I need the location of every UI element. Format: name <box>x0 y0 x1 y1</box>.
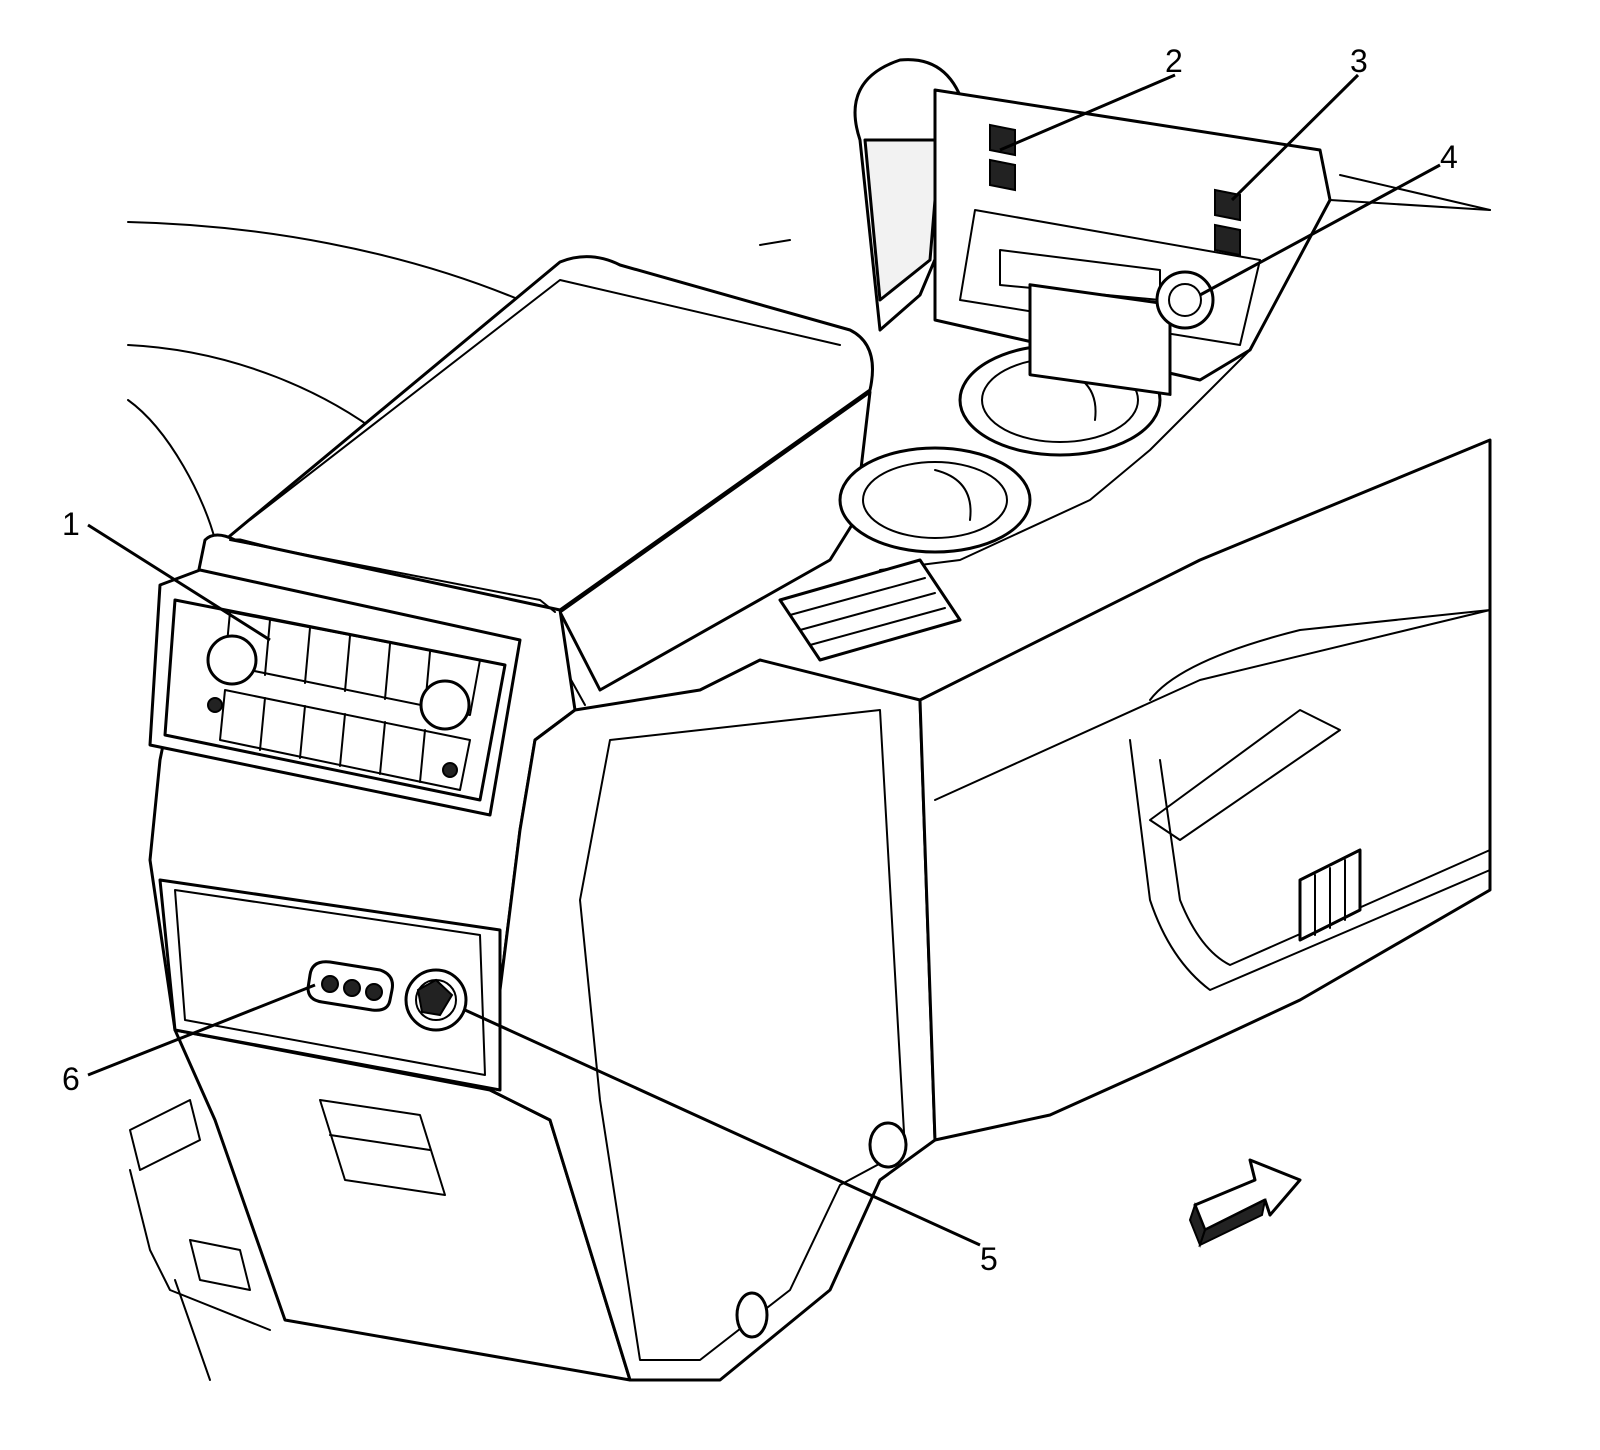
leader-3 <box>1230 73 1360 202</box>
fastener-holes <box>735 1121 908 1339</box>
callout-5: 5 <box>980 1241 998 1277</box>
leader-4 <box>1199 163 1441 297</box>
aux-audio-jacks <box>306 960 394 1012</box>
front-direction-arrow-icon <box>1188 1158 1302 1248</box>
leader-lines <box>87 73 1441 1247</box>
callout-1: 1 <box>62 506 80 542</box>
callout-4: 4 <box>1440 139 1458 175</box>
power-outlet <box>404 968 468 1032</box>
leader-2 <box>999 73 1176 152</box>
callout-6: 6 <box>62 1061 80 1097</box>
callout-3: 3 <box>1350 43 1368 79</box>
callout-2: 2 <box>1165 43 1183 79</box>
callout-labels: 1 2 3 4 5 6 <box>62 43 1458 1277</box>
floor-bracket <box>129 1099 271 1381</box>
rear-control-panel <box>148 568 522 817</box>
leader-1 <box>87 523 271 642</box>
leader-5 <box>464 1008 981 1247</box>
leader-6 <box>87 983 316 1077</box>
